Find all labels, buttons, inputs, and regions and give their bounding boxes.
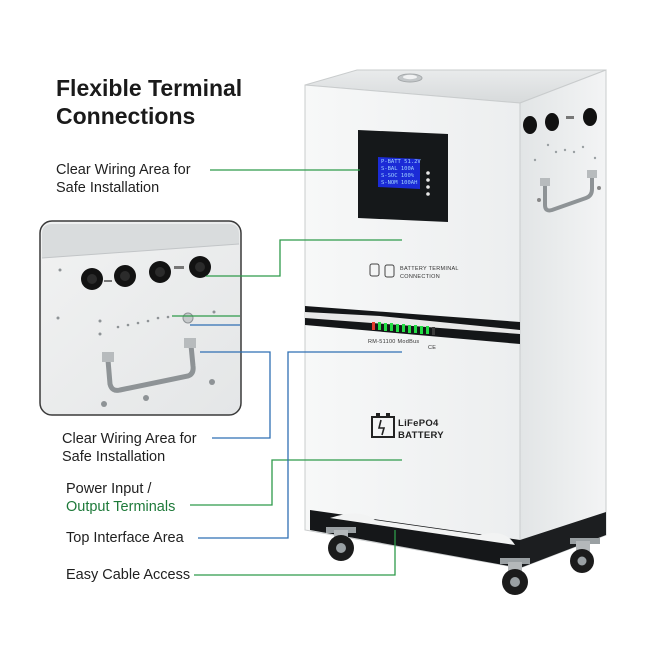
battery-logo-icon bbox=[371, 413, 395, 438]
badge-text-line-2: CONNECTION bbox=[400, 274, 440, 280]
wheel-front-right bbox=[500, 558, 530, 595]
label-clear-wiring-bottom-line-2: Safe Installation bbox=[62, 449, 166, 465]
label-clear-wiring-bottom-line-1: Clear Wiring Area for bbox=[62, 431, 197, 447]
leader-power-io bbox=[190, 459, 402, 506]
label-power-io-line-1: Power Input / bbox=[66, 481, 152, 497]
label-clear-wiring-top-line-1: Clear Wiring Area for bbox=[56, 162, 191, 178]
battery-label-line-2: BATTERY bbox=[398, 430, 444, 441]
base-plinth bbox=[310, 510, 520, 568]
label-clear-wiring-top-line-2: Safe Installation bbox=[56, 180, 160, 196]
lcd-screen bbox=[378, 157, 420, 189]
wheel-front-left bbox=[326, 527, 356, 561]
lcd-line-1: P-BATT 51.2V bbox=[381, 159, 421, 165]
lcd-readout: P-BATT 51.2V S-BAL 100A S-SOC 100% S-NOM… bbox=[381, 159, 421, 187]
model-text: RM-51100 ModBus bbox=[368, 339, 420, 345]
badge-text-line-1: BATTERY TERMINAL bbox=[400, 266, 459, 272]
leader-top-interface bbox=[198, 351, 402, 539]
label-easy-cable: Easy Cable Access bbox=[66, 567, 191, 583]
inset-terminals bbox=[81, 256, 211, 290]
leader-wiring-bottom bbox=[200, 351, 271, 439]
led-bar bbox=[372, 322, 435, 335]
label-clear-wiring-bottom: Clear Wiring Area for Safe Installation bbox=[62, 430, 197, 466]
label-power-io: Power Input / Output Terminals bbox=[66, 480, 175, 516]
label-top-interface: Top Interface Area bbox=[66, 530, 184, 546]
lcd-line-3: S-SOC 100% bbox=[381, 173, 415, 179]
lcd-line-4: S-NOM 100AH bbox=[381, 180, 418, 186]
cabinet-side bbox=[519, 69, 607, 569]
label-clear-wiring-top: Clear Wiring Area for Safe Installation bbox=[56, 161, 191, 197]
lcd-line-2: S-BAL 100A bbox=[381, 166, 415, 172]
small-code: CE bbox=[428, 345, 437, 351]
leader-inset-terminal bbox=[206, 239, 402, 277]
leader-lines bbox=[172, 169, 402, 576]
leader-easy-cable bbox=[194, 530, 396, 576]
wheel-back-right bbox=[570, 538, 600, 573]
page-title: Flexible Terminal Connections bbox=[56, 75, 243, 129]
label-power-io-line-2: Output Terminals bbox=[66, 499, 176, 515]
battery-label-line-1: LiFePO4 bbox=[398, 418, 439, 429]
